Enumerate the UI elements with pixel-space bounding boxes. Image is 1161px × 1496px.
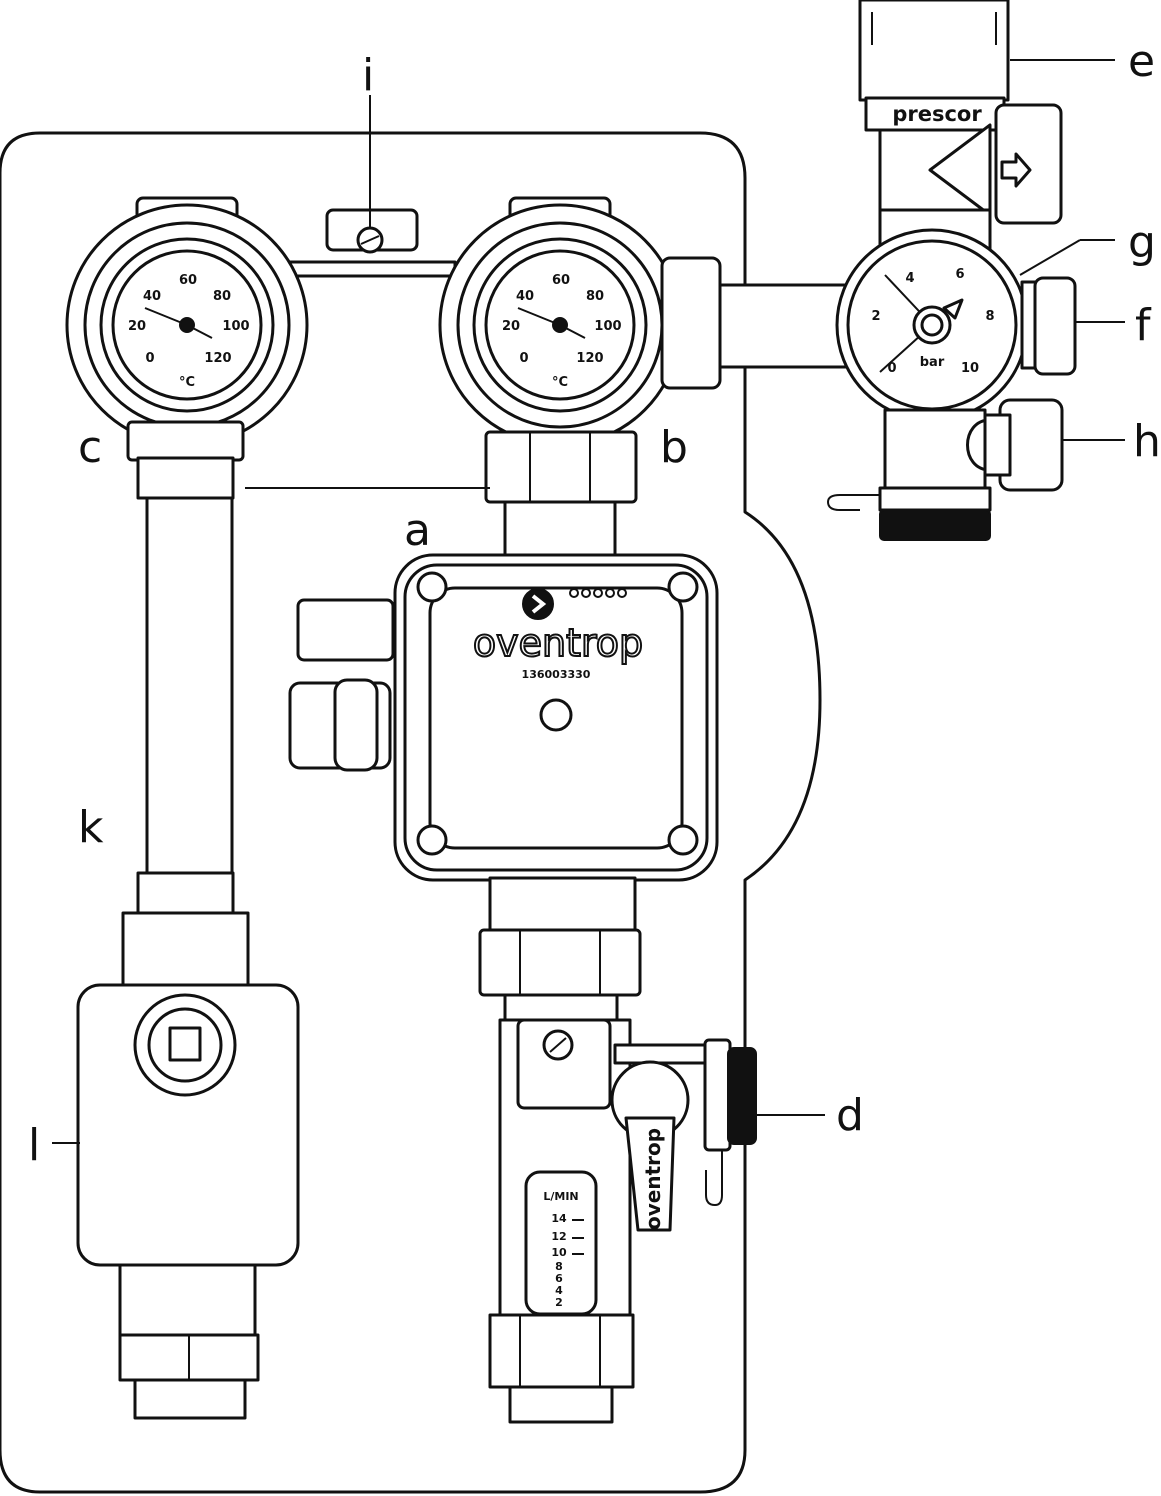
- thermo-right-unit: °C: [552, 375, 568, 390]
- pump-brand: oventrop: [473, 621, 643, 665]
- gauge-tick-6: 6: [955, 267, 964, 282]
- thermo-left-tick-0: 0: [145, 351, 154, 366]
- thermo-left-tick-80: 80: [213, 289, 231, 304]
- pressure-gauge: 0 2 4 6 8 10 bar: [835, 228, 1029, 422]
- thermo-right-tick-20: 20: [502, 319, 520, 334]
- flow-tick-4: 4: [555, 1284, 563, 1297]
- callout-c: c: [78, 422, 102, 473]
- circulator-pump: oventrop 136003330: [288, 553, 719, 935]
- gauge-tick-10: 10: [961, 361, 979, 376]
- callout-h: h: [1133, 416, 1161, 467]
- thermo-right-tick-0: 0: [519, 351, 528, 366]
- supply-fitting: [484, 430, 638, 559]
- thermo-right-tick-100: 100: [594, 319, 621, 334]
- safety-group-lower: [826, 398, 1064, 541]
- thermo-left-tick-100: 100: [222, 319, 249, 334]
- return-pipe: [121, 420, 250, 987]
- gauge-shutoff: [1020, 276, 1077, 376]
- pump-serial: 136003330: [522, 668, 591, 681]
- callout-f: f: [1135, 300, 1152, 351]
- flow-tick-12: 12: [551, 1230, 566, 1243]
- flow-meter-unit: L/MIN: [543, 1190, 578, 1203]
- thermometer-left: 0 20 40 60 80 100 120 °C: [65, 196, 309, 447]
- ball-valve-assembly: oventrop L/MIN 14 12 10 8 6 4 2: [478, 928, 757, 1424]
- callout-g: g: [1128, 217, 1156, 268]
- callout-i: i: [362, 50, 374, 101]
- safety-valve-brand: prescor: [892, 102, 982, 126]
- callout-a: a: [404, 505, 431, 556]
- gauge-tick-4: 4: [905, 271, 914, 286]
- thermo-left-tick-20: 20: [128, 319, 146, 334]
- callout-e: e: [1128, 36, 1155, 87]
- thermo-right-tick-80: 80: [586, 289, 604, 304]
- callout-l: l: [28, 1120, 40, 1171]
- leader-lines: [52, 59, 1125, 1144]
- flow-tick-6: 6: [555, 1272, 563, 1285]
- flow-tick-10: 10: [551, 1246, 567, 1259]
- safety-valve: prescor: [858, 0, 1063, 257]
- supply-side-pipe: [660, 256, 852, 390]
- gauge-unit: bar: [920, 355, 945, 370]
- gauge-tick-2: 2: [871, 309, 880, 324]
- thermo-right-tick-40: 40: [516, 289, 534, 304]
- gauge-tick-8: 8: [985, 309, 994, 324]
- thermo-left-tick-40: 40: [143, 289, 161, 304]
- thermo-right-tick-120: 120: [576, 351, 603, 366]
- gauge-tick-0: 0: [887, 361, 896, 376]
- flow-tick-8: 8: [555, 1260, 563, 1273]
- ball-valve-brand: oventrop: [641, 1128, 665, 1230]
- thermometer-right: 0 20 40 60 80 100 120 °C: [438, 196, 682, 447]
- callout-d: d: [836, 1090, 864, 1141]
- thermo-left-tick-120: 120: [204, 351, 231, 366]
- callout-b: b: [660, 422, 688, 473]
- thermo-left-unit: °C: [179, 375, 195, 390]
- flow-tick-2: 2: [555, 1296, 563, 1309]
- thermo-left-tick-60: 60: [179, 273, 197, 288]
- dirt-separator: [76, 983, 300, 1420]
- callout-k: k: [78, 802, 104, 853]
- connecting-bar: [238, 95, 457, 278]
- flow-tick-14: 14: [551, 1212, 567, 1225]
- thermo-right-tick-60: 60: [552, 273, 570, 288]
